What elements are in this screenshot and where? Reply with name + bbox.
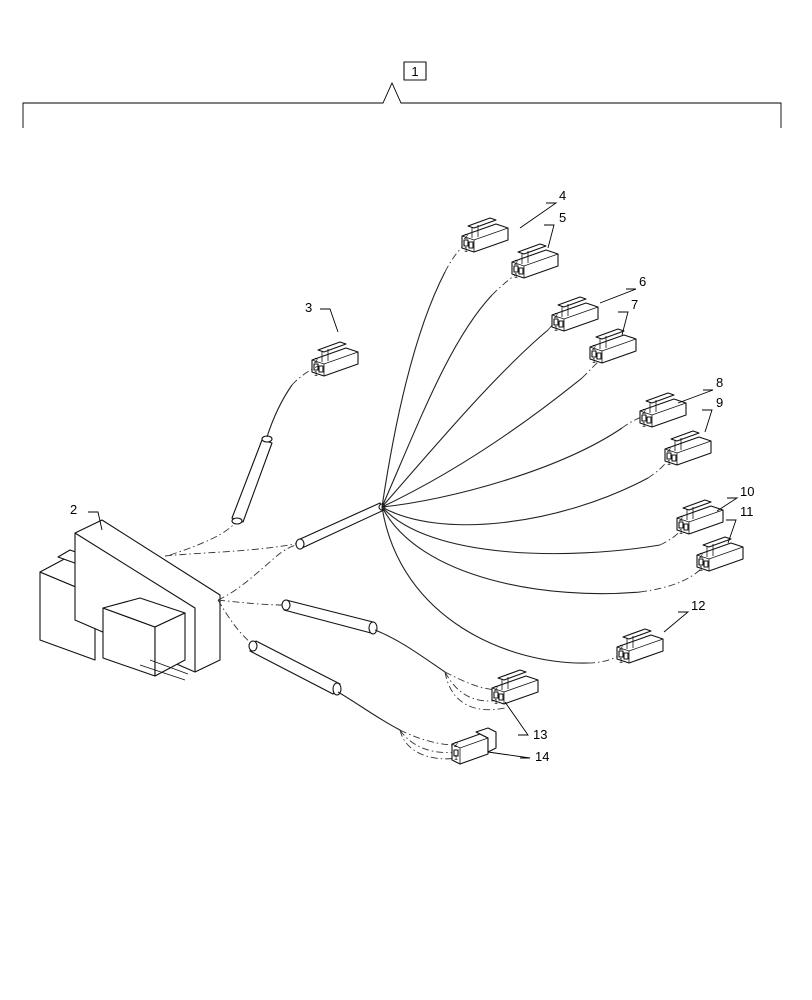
callout-8: 8 [716,375,723,390]
callout-13: 13 [533,727,547,742]
pin-label: 2 [464,234,468,241]
connector-7: 21 [589,328,637,365]
branch-wires [381,241,703,664]
pin-label: 1 [699,566,703,573]
callout-3: 3 [305,300,312,315]
pin-label: 1 [679,529,683,536]
connector-13: 21 [491,669,539,706]
callout-5: 5 [559,210,566,225]
callout-12: 12 [691,598,705,613]
connector-10: 21 [676,499,724,536]
pin-label: 2 [514,260,518,267]
connector-11: 21 [696,536,744,573]
connector-8: 21 [639,392,687,429]
pin-label: 1 [619,658,623,665]
tube-3 [169,365,319,556]
pin-label: 2 [642,409,646,416]
tube-13 [217,599,506,711]
callout-4: 4 [559,188,566,203]
connector-14: 21 [451,727,497,765]
connector-6: 21 [551,296,599,333]
pin-label: 1 [667,460,671,467]
callout-6: 6 [639,274,646,289]
callout-10: 10 [740,484,754,499]
pin-label: 1 [554,326,558,333]
pin-label: 2 [619,645,623,652]
callout-9: 9 [716,395,723,410]
pin-label: 1 [642,422,646,429]
connector-5: 21 [511,243,559,280]
pin-label: 1 [514,273,518,280]
connector-9: 21 [664,430,712,467]
connector-4: 21 [461,217,509,254]
pin-label: 2 [454,742,458,749]
control-module [39,519,221,681]
pin-label: 1 [314,371,318,378]
pin-label: 2 [494,686,498,693]
callout-11: 11 [740,504,754,519]
pin-label: 2 [667,447,671,454]
pin-label: 2 [679,516,683,523]
tube-14 [217,599,459,760]
pin-label: 2 [554,313,558,320]
pin-label: 2 [314,358,318,365]
pin-label: 1 [454,755,458,762]
connector-12: 21 [616,628,664,665]
callout-leaders [88,202,739,759]
callout-2: 2 [70,502,77,517]
pin-label: 1 [494,699,498,706]
assembly-bracket: 1 [22,61,782,128]
pin-label: 2 [699,553,703,560]
pin-label: 2 [592,345,596,352]
pin-label: 1 [592,358,596,365]
callout-7: 7 [631,297,638,312]
callout-14: 14 [535,749,549,764]
pin-label: 1 [464,247,468,254]
connector-3: 21 [311,341,359,378]
callout-1: 1 [411,64,418,79]
